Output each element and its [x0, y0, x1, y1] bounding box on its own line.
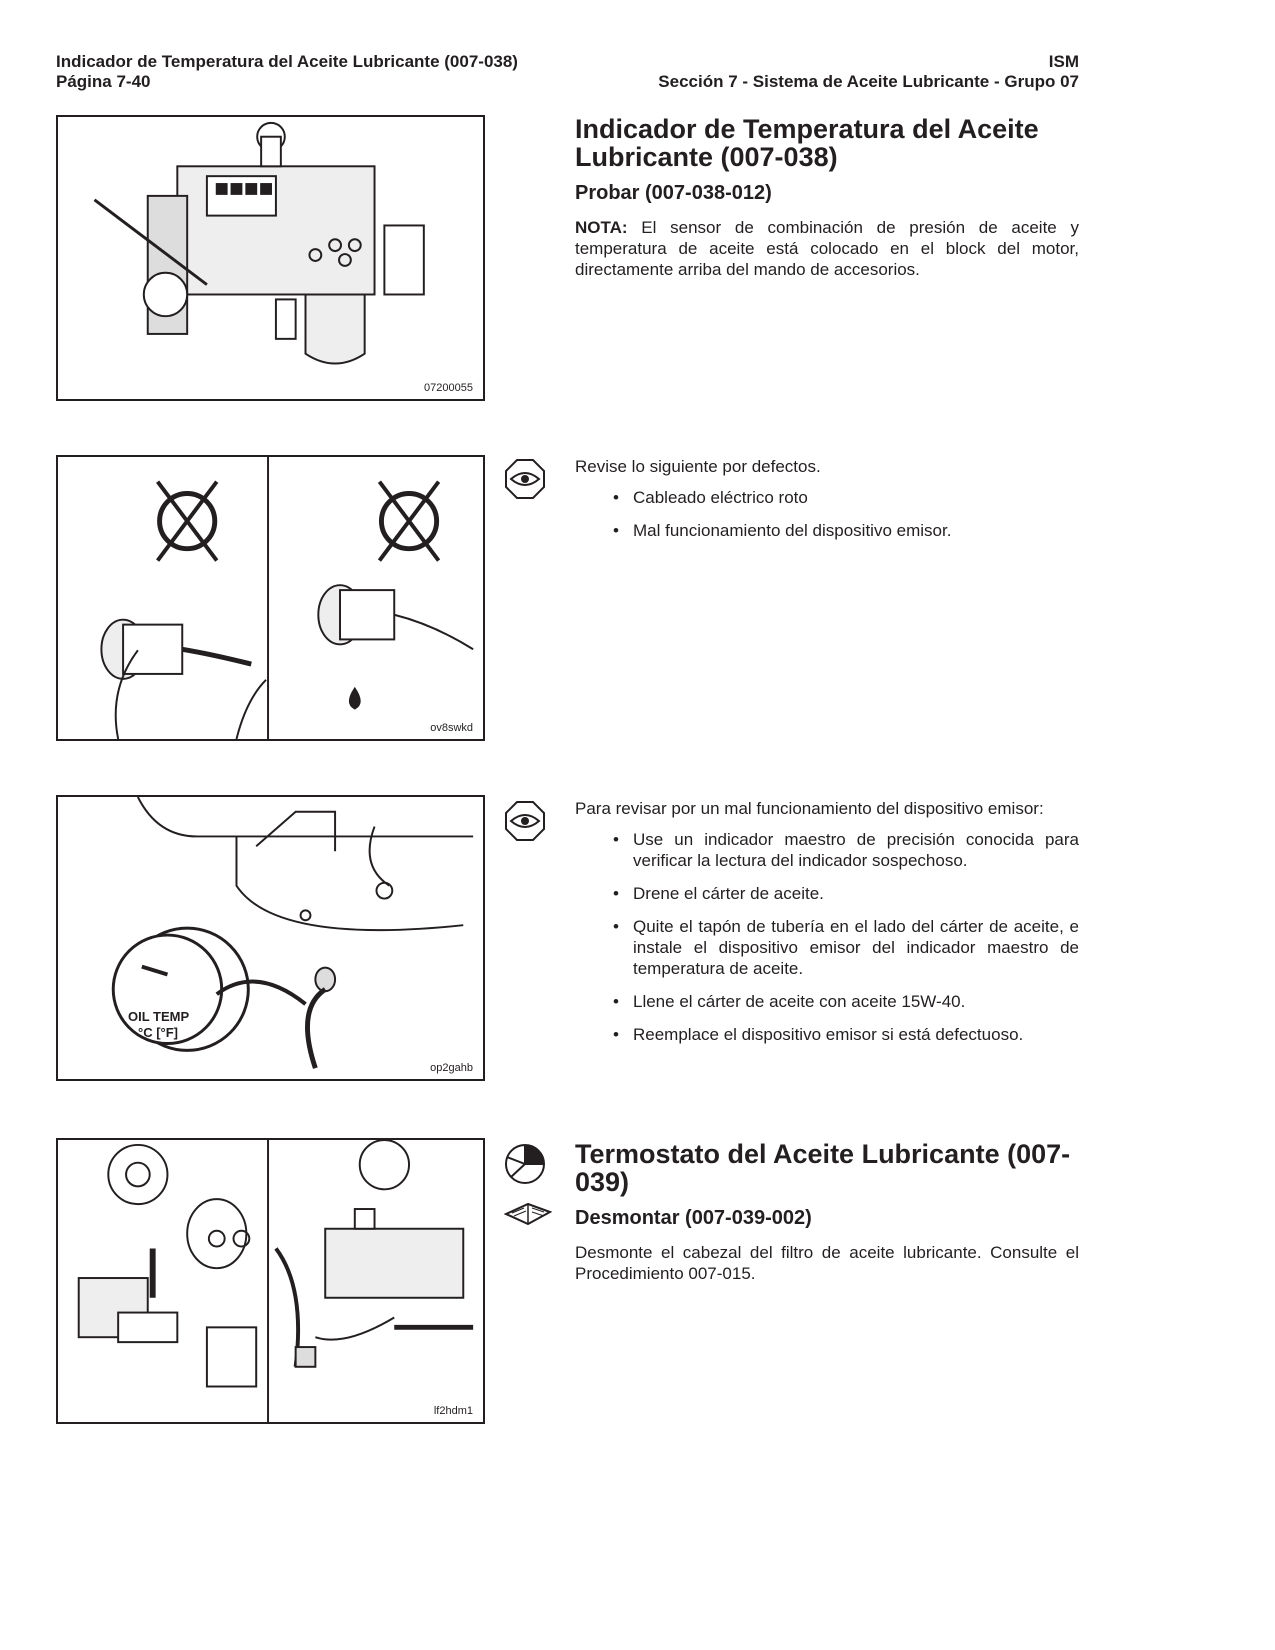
header-title: Indicador de Temperatura del Aceite Lubr… [56, 52, 518, 71]
note-text: El sensor de combinación de presión de a… [575, 218, 1079, 279]
section-oil-temperature-gauge: Indicador de Temperatura del Aceite Lubr… [575, 115, 1079, 290]
defects-list: Cableado eléctrico roto Mal funcionamien… [575, 487, 1079, 541]
note-label: NOTA: [575, 218, 628, 237]
section-heading: Indicador de Temperatura del Aceite Lubr… [575, 114, 1039, 172]
procedure-text: Desmonte el cabezal del filtro de aceite… [575, 1243, 1079, 1283]
section-heading: Termostato del Aceite Lubricante (007-03… [575, 1139, 1071, 1197]
figure-id: ov8swkd [428, 722, 475, 734]
list-item: Llene el cárter de aceite con aceite 15W… [613, 991, 1079, 1012]
figure-id: 07200055 [422, 382, 475, 394]
gauge-label-units: °C [°F] [138, 1025, 178, 1040]
gauge-label-oil-temp: OIL TEMP [128, 1009, 190, 1024]
master-gauge-illustration: OIL TEMP °C [°F] op2gahb [56, 795, 485, 1081]
list-item: Reemplace el dispositivo emisor si está … [613, 1024, 1079, 1045]
time-estimate-icon [505, 1144, 545, 1184]
procedure-heading: Desmontar (007-039-002) [575, 1207, 812, 1229]
list-item: Quite el tapón de tubería en el lado del… [613, 916, 1079, 979]
section-title: Sección 7 - Sistema de Aceite Lubricante… [658, 72, 1079, 91]
refer-to-manual-icon [504, 1202, 552, 1226]
engine-illustration: 07200055 [56, 115, 485, 401]
section-oil-thermostat: Termostato del Aceite Lubricante (007-03… [575, 1140, 1079, 1294]
list-item: Drene el cárter de aceite. [613, 883, 1079, 904]
list-item: Use un indicador maestro de precisión co… [613, 829, 1079, 871]
inspect-eye-icon [505, 801, 545, 841]
figure-id: op2gahb [428, 1062, 475, 1074]
list-item: Cableado eléctrico roto [613, 487, 1079, 508]
engine-model: ISM [1048, 52, 1079, 71]
filter-head-illustration: lf2hdm1 [56, 1138, 485, 1424]
note-paragraph: NOTA: El sensor de combinación de presió… [575, 217, 1079, 280]
sending-unit-check-step: Para revisar por un mal funcionamiento d… [575, 798, 1079, 1057]
page-number: Página 7-40 [56, 72, 151, 91]
defects-check-step: Revise lo siguiente por defectos. Cablea… [575, 456, 1079, 553]
figure-id: lf2hdm1 [431, 1405, 475, 1417]
defects-illustration: ov8swkd [56, 455, 485, 741]
step-intro: Revise lo siguiente por defectos. [575, 457, 821, 476]
list-item: Mal funcionamiento del dispositivo emiso… [613, 520, 1079, 541]
step-intro: Para revisar por un mal funcionamiento d… [575, 799, 1044, 818]
inspect-eye-icon [505, 459, 545, 499]
procedure-heading: Probar (007-038-012) [575, 182, 772, 204]
procedure-list: Use un indicador maestro de precisión co… [575, 829, 1079, 1045]
